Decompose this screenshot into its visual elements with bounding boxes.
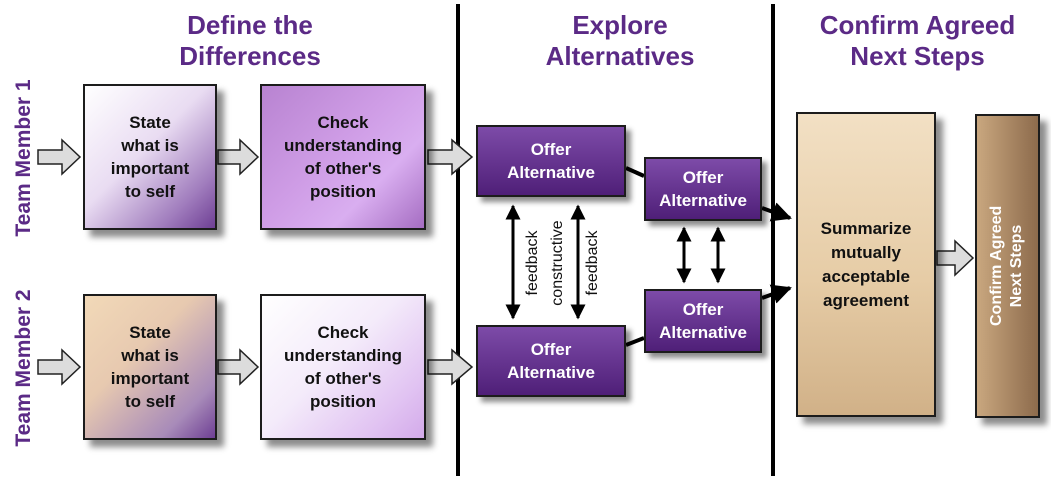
check-line-3: of other's bbox=[304, 369, 382, 388]
offer-line-1: Offer bbox=[530, 340, 572, 359]
block-arrow-summary-to-confirm bbox=[936, 239, 975, 277]
summarize-line-4: agreement bbox=[823, 290, 909, 310]
block-arrow-state-to-check-2 bbox=[217, 348, 260, 386]
block-arrow-check-to-offer-2 bbox=[427, 348, 474, 386]
offer-box-member-1-second: Offer Alternative bbox=[644, 157, 762, 221]
offer-line-2: Alternative bbox=[659, 191, 747, 210]
summarize-line-2: mutually bbox=[831, 242, 901, 262]
state-line-2: what is bbox=[121, 346, 179, 365]
confirm-label-line-1: Confirm Agreed bbox=[988, 205, 1005, 326]
header-confirm-line2: Next Steps bbox=[850, 41, 985, 71]
offer-box-member-2-first: Offer Alternative bbox=[476, 325, 626, 397]
block-arrow-entry-2 bbox=[37, 348, 82, 386]
check-line-3: of other's bbox=[304, 159, 382, 178]
summarize-line-1: Summarize bbox=[820, 218, 912, 238]
check-line-1: Check bbox=[317, 113, 369, 132]
check-box-member-2: Check understanding of other's position bbox=[260, 294, 426, 440]
block-arrow-state-to-check-1 bbox=[217, 138, 260, 176]
offer-line-2: Alternative bbox=[659, 323, 747, 342]
header-define-line1: Define the bbox=[187, 10, 313, 40]
confirm-box-label: Confirm Agreed Next Steps bbox=[987, 206, 1027, 326]
summarize-box: Summarize mutually acceptable agreement bbox=[796, 112, 936, 417]
confirm-label-line-2: Next Steps bbox=[1008, 224, 1025, 308]
feedback-label-right: feedback bbox=[584, 230, 601, 296]
offer-box-member-1-first: Offer Alternative bbox=[476, 125, 626, 197]
header-confirm-line1: Confirm Agreed bbox=[819, 10, 1016, 40]
offer-line-2: Alternative bbox=[507, 163, 595, 182]
state-line-1: State bbox=[129, 323, 171, 342]
connector-offer1b-summary bbox=[761, 202, 792, 222]
header-define-line2: Differences bbox=[179, 41, 321, 71]
block-arrow-entry-1 bbox=[37, 138, 82, 176]
constructive-label: constructive bbox=[549, 220, 566, 306]
offer-line-1: Offer bbox=[682, 168, 724, 187]
summarize-line-3: acceptable bbox=[822, 266, 910, 286]
state-line-2: what is bbox=[121, 136, 179, 155]
offer-line-1: Offer bbox=[530, 140, 572, 159]
feedback-label-left: feedback bbox=[524, 230, 541, 296]
block-arrow-check-to-offer-1 bbox=[427, 138, 474, 176]
connector-offer2a-offer2b bbox=[625, 336, 645, 347]
check-line-2: understanding bbox=[283, 136, 403, 155]
divider-left bbox=[456, 4, 460, 476]
state-line-3: important bbox=[110, 369, 190, 388]
check-line-2: understanding bbox=[283, 346, 403, 365]
header-explore-line1: Explore bbox=[572, 10, 668, 40]
header-explore-alternatives: Explore Alternatives bbox=[520, 10, 720, 72]
check-line-4: position bbox=[309, 392, 377, 411]
header-explore-line2: Alternatives bbox=[545, 41, 695, 71]
divider-right bbox=[771, 4, 775, 476]
offer-box-member-2-second: Offer Alternative bbox=[644, 289, 762, 353]
state-box-member-2: State what is important to self bbox=[83, 294, 217, 440]
confirm-box bbox=[975, 114, 1040, 418]
header-confirm-next-steps: Confirm Agreed Next Steps bbox=[790, 10, 1045, 72]
state-line-3: important bbox=[110, 159, 190, 178]
state-line-1: State bbox=[129, 113, 171, 132]
offer-line-2: Alternative bbox=[507, 363, 595, 382]
offer-line-1: Offer bbox=[682, 300, 724, 319]
connector-offer1a-offer1b bbox=[625, 166, 645, 178]
state-box-member-1: State what is important to self bbox=[83, 84, 217, 230]
check-line-1: Check bbox=[317, 323, 369, 342]
check-box-member-1: Check understanding of other's position bbox=[260, 84, 426, 230]
header-define-differences: Define the Differences bbox=[150, 10, 350, 72]
check-line-4: position bbox=[309, 182, 377, 201]
connector-offer2b-summary bbox=[761, 284, 792, 304]
state-line-4: to self bbox=[124, 182, 176, 201]
state-line-4: to self bbox=[124, 392, 176, 411]
